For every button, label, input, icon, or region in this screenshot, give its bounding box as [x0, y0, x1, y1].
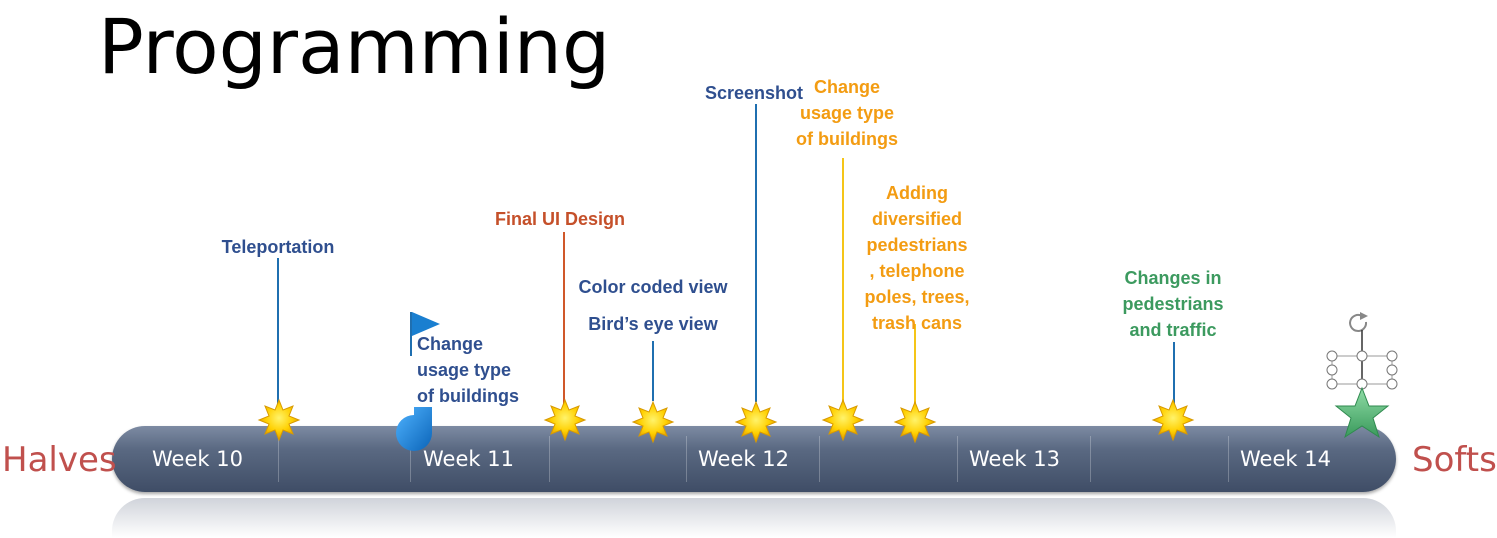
star-icon	[631, 400, 675, 444]
week-divider	[819, 436, 820, 482]
week-label: Week 13	[969, 447, 1060, 471]
annotation-line: of buildings	[417, 386, 519, 406]
annotation-line: , telephone	[869, 261, 965, 281]
week-label: Week 14	[1240, 447, 1331, 471]
connector-line	[277, 258, 279, 408]
week-divider	[957, 436, 958, 482]
resize-handle[interactable]	[1386, 378, 1398, 390]
week-label: Week 11	[423, 447, 514, 471]
annotation-screenshot: Screenshot	[704, 83, 804, 103]
annotation-birds-eye: Bird’s eye view	[588, 314, 718, 334]
annotation-line: usage type	[799, 103, 895, 123]
resize-handle[interactable]	[1326, 364, 1338, 376]
week-divider	[1228, 436, 1229, 482]
annotation-line: trash cans	[871, 313, 963, 333]
week-divider	[549, 436, 550, 482]
resize-handle[interactable]	[1326, 350, 1338, 362]
resize-handle[interactable]	[1326, 378, 1338, 390]
annotation-line: usage type	[417, 360, 512, 380]
selected-shape[interactable]	[1322, 310, 1402, 440]
rotate-handle-icon[interactable]	[1349, 312, 1368, 332]
connector-line	[755, 104, 757, 402]
annotation-final-ui: Final UI Design	[494, 209, 626, 229]
flag-icon	[410, 312, 440, 356]
connector-line	[652, 341, 654, 401]
annotation-line: pedestrians	[866, 235, 968, 255]
star-icon	[821, 398, 865, 442]
connector-line	[914, 324, 916, 404]
timeline-bar-reflection	[112, 498, 1396, 538]
annotation-line: and traffic	[1129, 320, 1217, 340]
connector-line	[842, 158, 844, 402]
resize-handle[interactable]	[1386, 350, 1398, 362]
week-label: Week 10	[152, 447, 243, 471]
annotation-line: pedestrians	[1122, 294, 1224, 314]
annotation-line: poles, trees,	[864, 287, 970, 307]
star-icon	[543, 398, 587, 442]
star-icon	[893, 400, 937, 444]
connector-line	[563, 232, 565, 404]
week-label: Week 12	[698, 447, 789, 471]
annotation-line: Change	[417, 334, 484, 354]
resize-handle[interactable]	[1356, 350, 1368, 362]
left-end-label: Halves	[2, 440, 117, 480]
annotation-line: diversified	[871, 209, 963, 229]
star-icon	[1151, 398, 1195, 442]
green-star-icon[interactable]	[1334, 386, 1390, 439]
star-icon	[257, 398, 301, 442]
annotation-adding-pedestrians: Adding diversified pedestrians , telepho…	[852, 180, 982, 336]
week-divider	[410, 436, 411, 482]
annotation-line: of buildings	[796, 129, 898, 149]
annotation-change-usage-1: Change usage type of buildings	[408, 331, 547, 409]
week-divider	[1090, 436, 1091, 482]
week-divider	[686, 436, 687, 482]
annotation-changes-pedestrians: Changes in pedestrians and traffic	[1103, 265, 1243, 343]
page-title: Programming	[98, 2, 611, 91]
annotation-line: Adding	[886, 183, 948, 203]
resize-handle[interactable]	[1386, 364, 1398, 376]
connector-line	[1173, 342, 1175, 404]
annotation-line: Change	[813, 77, 880, 97]
right-end-label: Softs	[1412, 440, 1497, 480]
annotation-color-coded: Color coded view	[578, 277, 728, 297]
annotation-line: Changes in	[1124, 268, 1222, 288]
annotation-change-usage-2: Change usage type of buildings	[782, 74, 912, 152]
annotation-teleportation: Teleportation	[221, 237, 335, 257]
week-divider	[278, 436, 279, 482]
drop-icon	[396, 407, 432, 451]
star-icon	[734, 400, 778, 444]
